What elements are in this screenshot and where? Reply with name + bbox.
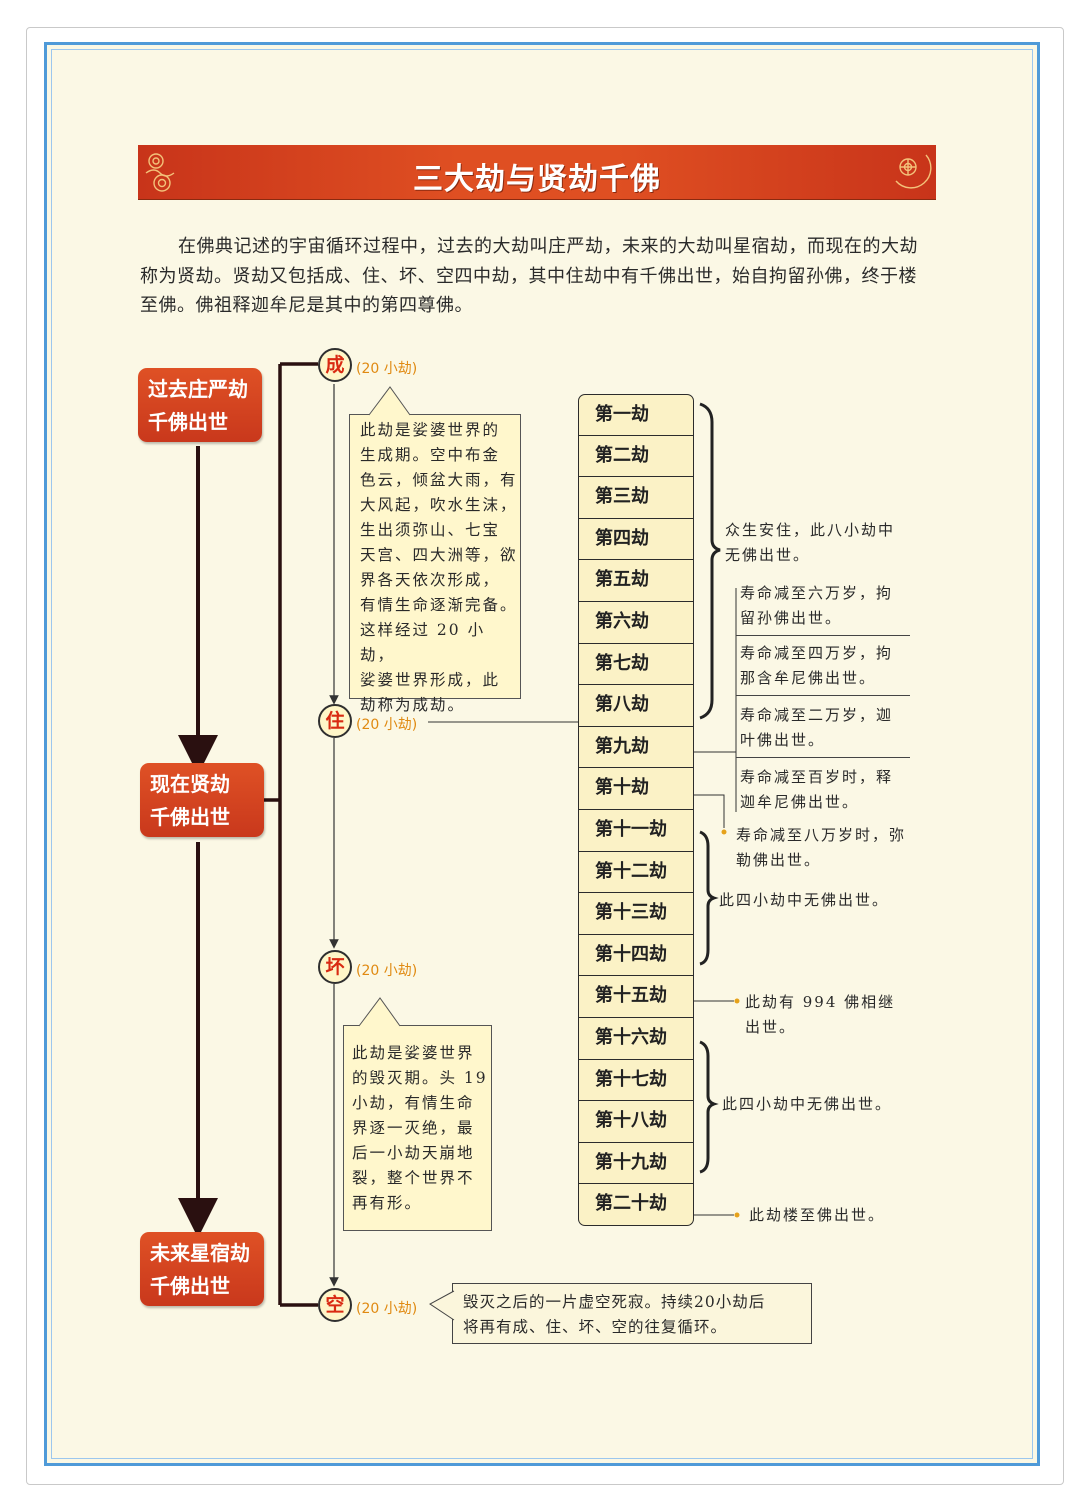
note-line: 叶佛出世。 [740,731,826,749]
kalpa-item: 第十七劫 [578,1059,694,1102]
huai-line: 后一小劫天崩地 [352,1144,475,1162]
era-past: 过去庄严劫 千佛出世 [138,368,262,442]
kalpa-item: 第六劫 [578,601,694,644]
kalpa-item: 第八劫 [578,685,694,727]
right-ornament-icon [895,154,932,189]
cheng-line: 娑婆世界形成，此 [360,671,501,689]
cheng-line: 这样经过 20 小劫， [360,621,486,664]
cheng-line: 色云，倾盆大雨，有 [360,471,518,489]
era-past-sub: 千佛出世 [148,410,228,434]
cheng-line: 天宫、四大洲等，欲 [360,546,518,564]
note-line: 出世。 [745,1018,797,1036]
kalpa-item: 第十一劫 [578,809,694,852]
note-line: 迦牟尼佛出世。 [740,793,860,811]
brace-kalpas-16-19 [699,1040,719,1174]
era-present-sub: 千佛出世 [150,805,230,829]
huai-line: 的毁灭期。头 19 [352,1069,488,1087]
era-present-name: 现在贤劫 [150,772,230,796]
note-ninth-3: 寿命减至二万岁，迦 叶佛出世。 [736,698,910,758]
kalpa-item: 第七劫 [578,643,694,686]
cheng-line: 劫称为成劫。 [360,696,466,714]
title-banner: 三大劫与贤劫千佛 [138,145,936,199]
note-kalpas-11-14: 此四小劫中无佛出世。 [719,891,890,909]
stage-kong: 空 [318,1288,352,1322]
left-ornament-icon [145,153,175,192]
callout-tail [429,1290,455,1321]
note-ninth-4: 寿命减至百岁时，释 迦牟尼佛出世。 [736,760,910,820]
callout-tail [368,386,411,416]
note-fifteenth: 此劫有 994 佛相继 出世。 [745,990,895,1040]
note-ninth-2: 寿命减至四万岁，拘 那含牟尼佛出世。 [736,636,910,696]
stage-cheng: 成 [318,348,352,382]
note-line: 寿命减至六万岁，拘 [740,584,894,602]
kalpa-item: 第十三劫 [578,893,694,935]
huai-line: 再有形。 [352,1194,423,1212]
kalpa-item: 第十四劫 [578,934,694,977]
cheng-line: 生成期。空中布金 [360,446,501,464]
stage-zhu-note: (20 小劫) [356,717,418,733]
kalpa-item: 第十九劫 [578,1142,694,1185]
huai-line: 裂，整个世界不 [352,1169,475,1187]
cheng-line: 界各天依次形成， [360,571,501,589]
cheng-description: 此劫是娑婆世界的 生成期。空中布金 色云，倾盆大雨，有 大风起，吹水生沫， 生出… [349,386,521,714]
note-ninth-1: 寿命减至六万岁，拘 留孙佛出世。 [736,576,910,636]
huai-line: 界逐一灭绝，最 [352,1119,475,1137]
note-line: 无佛出世。 [725,546,811,564]
callout-tail [358,997,401,1027]
era-future: 未来星宿劫 千佛出世 [140,1232,264,1306]
kalpa-column: 第一劫 第二劫 第三劫 第四劫 第五劫 第六劫 第七劫 第八劫 第九劫 第十劫 … [578,394,694,1226]
brace-kalpas-1-8 [699,402,721,720]
era-past-name: 过去庄严劫 [148,377,248,401]
stage-kong-note: (20 小劫) [356,1301,418,1317]
note-line: 留孙佛出世。 [740,609,843,627]
stage-huai: 坏 [318,950,352,984]
kalpa-item: 第九劫 [578,726,694,769]
kalpa-item: 第三劫 [578,477,694,519]
cheng-line: 此劫是娑婆世界的 [360,421,501,439]
era-present: 现在贤劫 千佛出世 [140,763,264,837]
intro-paragraph: 在佛典记述的宇宙循环过程中，过去的大劫叫庄严劫，未来的大劫叫星宿劫，而现在的大劫… [140,236,918,316]
brace-kalpas-11-14 [699,830,719,966]
stage-cheng-note: (20 小劫) [356,361,418,377]
huai-line: 此劫是娑婆世界 [352,1044,475,1062]
kalpa-item: 第十二劫 [578,851,694,894]
note-twentieth: 此劫楼至佛出世。 [749,1206,886,1224]
era-future-sub: 千佛出世 [150,1274,230,1298]
kalpa-item: 第十六劫 [578,1017,694,1060]
kalpa-item: 第四劫 [578,518,694,561]
huai-description: 此劫是娑婆世界 的毁灭期。头 19 小劫，有情生命 界逐一灭绝，最 后一小劫天崩… [343,997,492,1231]
kong-line: 毁灭之后的一片虚空死寂。持续20小劫后 [463,1293,766,1311]
note-line: 寿命减至百岁时，释 [740,768,894,786]
cheng-line: 生出须弥山、七宝 [360,521,501,539]
kalpa-item: 第十八劫 [578,1101,694,1143]
note-tenth: 寿命减至八万岁时，弥 勒佛出世。 [736,823,906,873]
kong-line: 将再有成、住、坏、空的往复循环。 [463,1318,728,1336]
stage-zhu: 住 [318,704,352,738]
kalpa-item: 第二十劫 [578,1184,694,1226]
note-line: 勒佛出世。 [736,851,822,869]
cheng-line: 大风起，吹水生沫， [360,496,518,514]
kalpa-item: 第一劫 [578,394,694,436]
page-title: 三大劫与贤劫千佛 [413,162,661,197]
note-kalpas-16-19: 此四小劫中无佛出世。 [722,1095,893,1113]
note-line: 寿命减至二万岁，迦 [740,706,894,724]
kong-description: 毁灭之后的一片虚空死寂。持续20小劫后 将再有成、住、坏、空的往复循环。 [429,1283,812,1344]
kalpa-item: 第二劫 [578,435,694,478]
kalpa-item: 第十五劫 [578,976,694,1018]
huai-line: 小劫，有情生命 [352,1094,475,1112]
note-line: 那含牟尼佛出世。 [740,669,877,687]
stage-huai-note: (20 小劫) [356,963,418,979]
kalpa-item: 第十劫 [578,768,694,810]
kalpa-item: 第五劫 [578,560,694,602]
cheng-line: 有情生命逐渐完备。 [360,596,518,614]
note-kalpas-1-8: 众生安住，此八小劫中 无佛出世。 [725,518,895,568]
note-line: 众生安住，此八小劫中 [725,521,896,539]
note-line: 此劫有 994 佛相继 [745,993,896,1011]
note-line: 寿命减至八万岁时，弥 [736,826,907,844]
era-future-name: 未来星宿劫 [150,1241,250,1265]
stage-bracket [264,362,318,1307]
note-line: 寿命减至四万岁，拘 [740,644,894,662]
